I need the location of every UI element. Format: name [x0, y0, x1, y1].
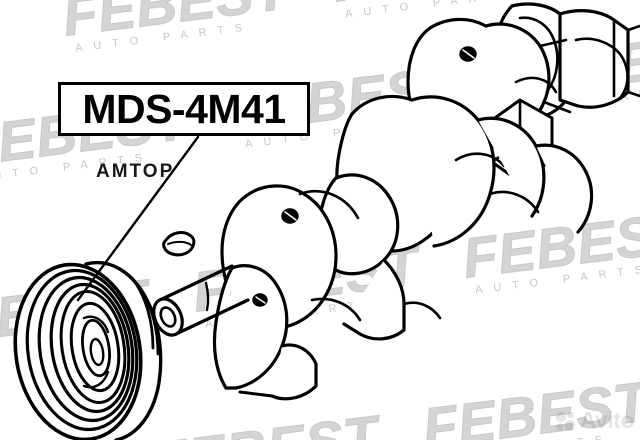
- woodruff-key-part: [162, 231, 196, 257]
- leader-line: [76, 135, 200, 302]
- brand-label: AMTOP: [96, 161, 175, 182]
- crankshaft-pulley-part: [13, 261, 163, 440]
- part-number-text: MDS-4M41: [82, 85, 286, 132]
- crankshaft-part: [212, 2, 640, 401]
- part-number-label-box: MDS-4M41: [58, 82, 310, 136]
- crankshaft-snout-part: [152, 264, 250, 337]
